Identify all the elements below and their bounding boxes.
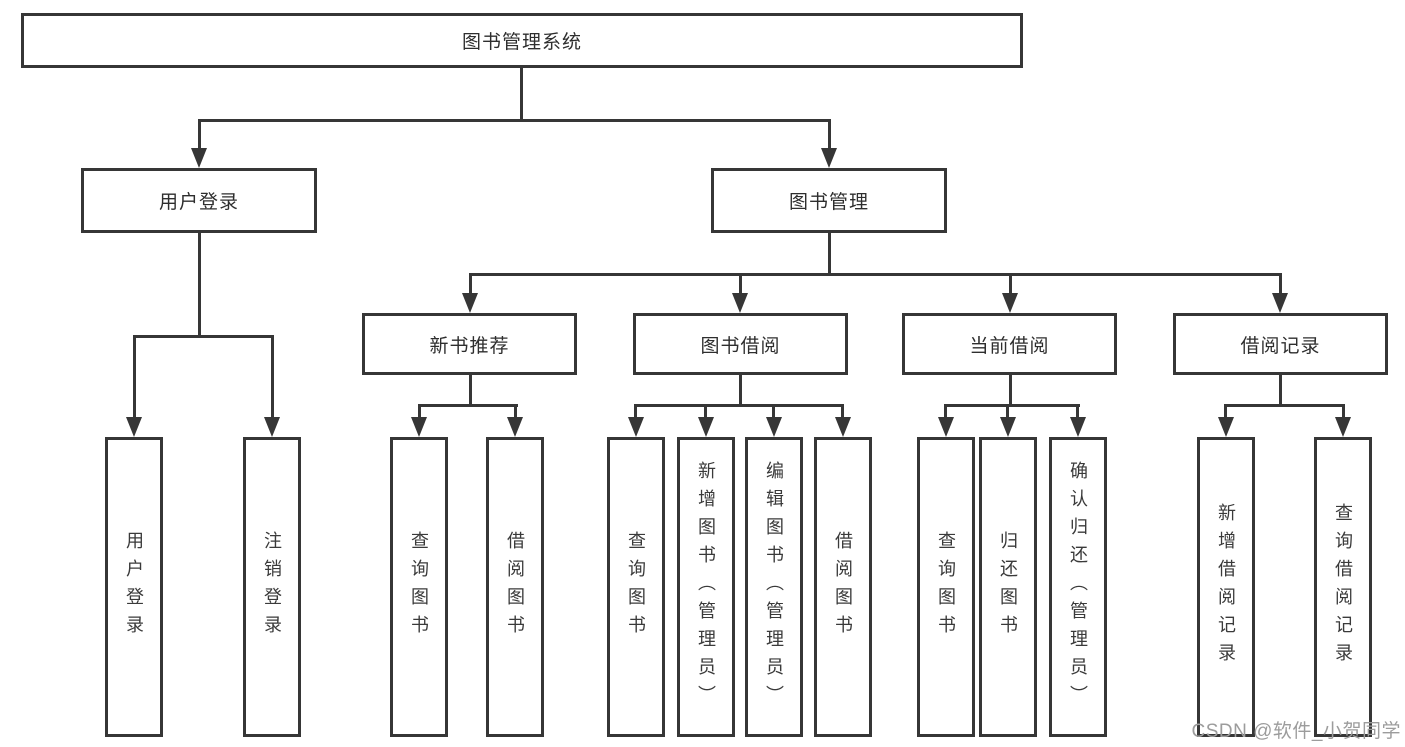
connector-user-login-stem: [198, 233, 201, 338]
node-borrow-records: 借阅记录: [1173, 313, 1388, 375]
node-user-login: 用户登录: [81, 168, 317, 233]
node-current-borrow-label: 当前借阅: [969, 335, 1050, 357]
connector-current-borrow-stem: [1009, 375, 1012, 407]
leaf-query-borrow-record-label: 查询借阅记录: [1333, 503, 1353, 671]
leaf-edit-book-admin: 编辑图书（管理员）: [745, 437, 803, 737]
leaf-query-books-borrow: 查询图书: [607, 437, 665, 737]
leaf-logout-label: 注销登录: [262, 531, 282, 643]
leaf-return-book: 归还图书: [979, 437, 1037, 737]
connector-drop-book-borrow: [739, 273, 742, 297]
connector-drop-confirm-return: [1076, 404, 1079, 419]
leaf-query-books-borrow-label: 查询图书: [626, 531, 646, 643]
connector-drop-edit-book-admin: [772, 404, 775, 419]
node-root: 图书管理系统: [21, 13, 1023, 68]
node-current-borrow: 当前借阅: [902, 313, 1117, 375]
connector-new-book-recommend-branch: [418, 404, 518, 407]
csdn-watermark: CSDN @软件_小贺同学: [1191, 721, 1401, 742]
arrowhead-return-book: [1000, 417, 1016, 437]
leaf-borrow-books-recommend-label: 借阅图书: [505, 531, 525, 643]
connector-drop-borrow-books-recommend: [514, 404, 517, 419]
connector-user-login-branch: [133, 335, 274, 338]
arrowhead-add-book-admin: [698, 417, 714, 437]
arrowhead-current-borrow: [1002, 293, 1018, 313]
connector-book-borrow-stem: [739, 375, 742, 407]
node-book-borrow: 图书借阅: [633, 313, 848, 375]
leaf-logout: 注销登录: [243, 437, 301, 737]
connector-borrow-records-branch: [1224, 404, 1345, 407]
arrowhead-add-borrow-record: [1218, 417, 1234, 437]
leaf-return-book-label: 归还图书: [998, 531, 1018, 643]
arrowhead-leaf-logout: [264, 417, 280, 437]
leaf-user-login: 用户登录: [105, 437, 163, 737]
node-book-management: 图书管理: [711, 168, 947, 233]
leaf-query-books-recommend-label: 查询图书: [409, 531, 429, 643]
node-user-login-label: 用户登录: [158, 192, 239, 213]
node-book-management-label: 图书管理: [788, 192, 869, 213]
connector-drop-add-book-admin: [704, 404, 707, 419]
arrowhead-book-management: [821, 148, 837, 168]
arrowhead-confirm-return: [1070, 417, 1086, 437]
node-new-book-recommend-label: 新书推荐: [429, 335, 510, 357]
connector-drop-query-books-borrow: [634, 404, 637, 419]
node-new-book-recommend: 新书推荐: [362, 313, 577, 375]
leaf-borrow-books-2: 借阅图书: [814, 437, 872, 737]
connector-drop-leaf-logout: [271, 335, 274, 419]
connector-drop-return-book: [1006, 404, 1009, 419]
leaf-add-book-admin-label: 新增图书（管理员）: [696, 461, 716, 713]
leaf-add-borrow-record: 新增借阅记录: [1197, 437, 1255, 737]
arrowhead-query-books-recommend: [411, 417, 427, 437]
arrowhead-borrow-books-2: [835, 417, 851, 437]
connector-root-stem: [520, 66, 523, 121]
leaf-query-books-current: 查询图书: [917, 437, 975, 737]
arrowhead-leaf-user-login: [126, 417, 142, 437]
leaf-user-login-label: 用户登录: [124, 531, 144, 643]
connector-root-branch: [198, 119, 831, 122]
connector-drop-query-borrow-record: [1342, 404, 1345, 419]
leaf-confirm-return-admin-label: 确认归还（管理员）: [1068, 461, 1088, 713]
connector-drop-book-management: [828, 119, 831, 152]
node-book-borrow-label: 图书借阅: [700, 335, 781, 357]
node-borrow-records-label: 借阅记录: [1240, 335, 1321, 357]
leaf-confirm-return-admin: 确认归还（管理员）: [1049, 437, 1107, 737]
leaf-query-books-current-label: 查询图书: [936, 531, 956, 643]
connector-borrow-records-stem: [1279, 375, 1282, 407]
connector-new-book-recommend-stem: [469, 375, 472, 407]
leaf-query-books-recommend: 查询图书: [390, 437, 448, 737]
arrowhead-borrow-books-recommend: [507, 417, 523, 437]
connector-drop-add-borrow-record: [1224, 404, 1227, 419]
arrowhead-query-books-current: [938, 417, 954, 437]
arrowhead-user-login: [191, 148, 207, 168]
leaf-borrow-books-2-label: 借阅图书: [833, 531, 853, 643]
connector-book-management-branch: [469, 273, 1282, 276]
arrowhead-book-borrow: [732, 293, 748, 313]
connector-current-borrow-branch: [944, 404, 1080, 407]
leaf-query-borrow-record: 查询借阅记录: [1314, 437, 1372, 737]
connector-book-management-stem: [828, 233, 831, 276]
arrowhead-new-book-recommend: [462, 293, 478, 313]
connector-drop-borrow-records: [1279, 273, 1282, 297]
connector-book-borrow-branch: [634, 404, 844, 407]
connector-drop-leaf-user-login: [133, 335, 136, 419]
leaf-borrow-books-recommend: 借阅图书: [486, 437, 544, 737]
connector-drop-new-book-recommend: [469, 273, 472, 297]
arrowhead-edit-book-admin: [766, 417, 782, 437]
connector-drop-query-books-current: [944, 404, 947, 419]
leaf-add-book-admin: 新增图书（管理员）: [677, 437, 735, 737]
connector-drop-query-books-recommend: [418, 404, 421, 419]
connector-drop-current-borrow: [1009, 273, 1012, 297]
arrowhead-borrow-records: [1272, 293, 1288, 313]
leaf-add-borrow-record-label: 新增借阅记录: [1216, 503, 1236, 671]
arrowhead-query-borrow-record: [1335, 417, 1351, 437]
leaf-edit-book-admin-label: 编辑图书（管理员）: [764, 461, 784, 713]
node-root-label: 图书管理系统: [461, 32, 582, 53]
arrowhead-query-books-borrow: [628, 417, 644, 437]
connector-drop-borrow-books-2: [841, 404, 844, 419]
connector-drop-user-login: [198, 119, 201, 152]
